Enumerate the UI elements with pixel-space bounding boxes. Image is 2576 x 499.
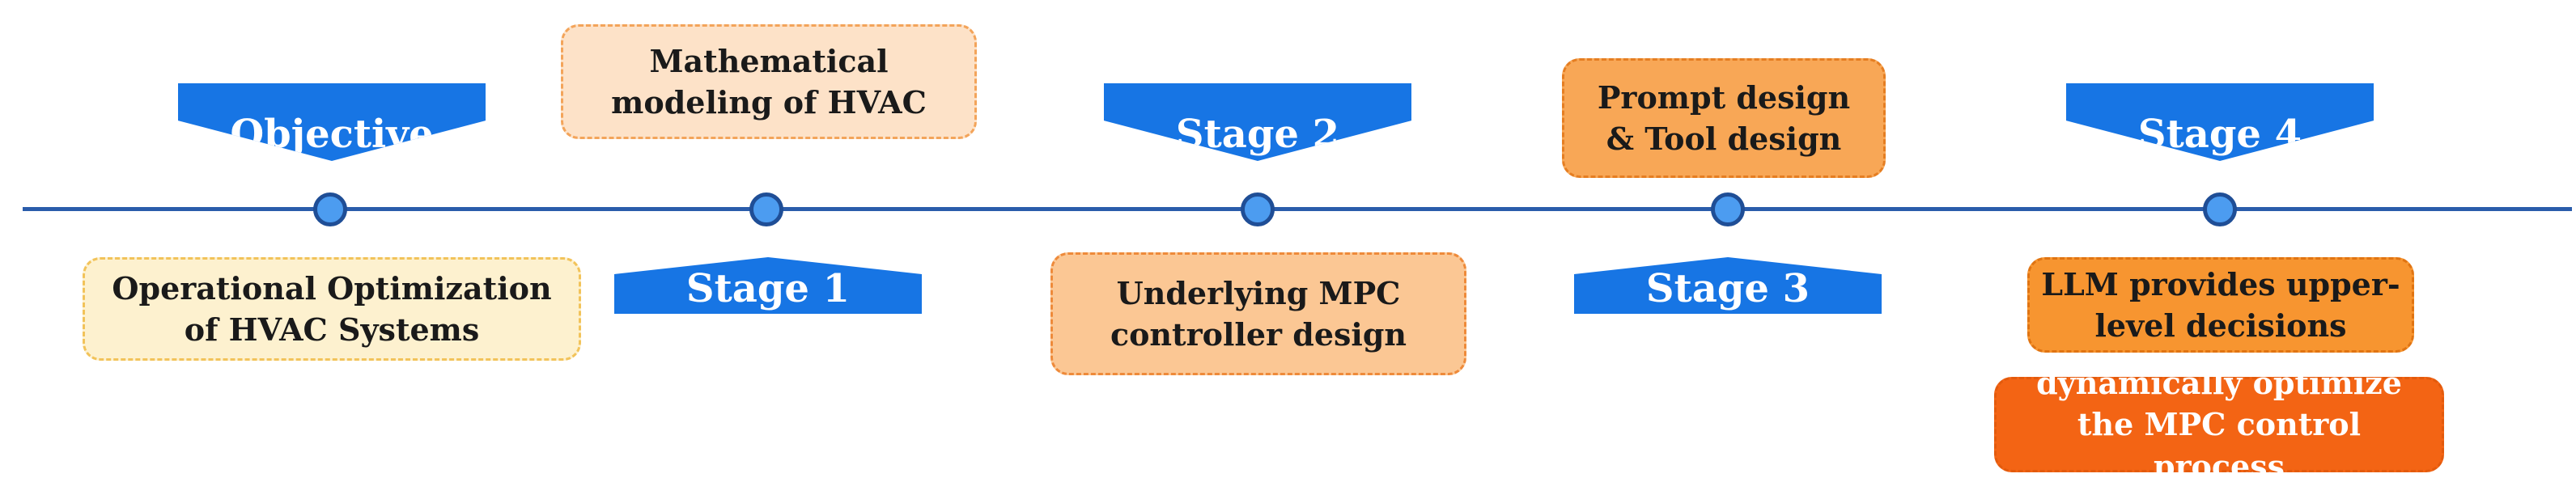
stage1-description: Mathematical modeling of HVAC	[611, 42, 927, 121]
stage4-description-box: LLM provides upper-level decisions	[2027, 257, 2414, 353]
stage1-description-box: Mathematical modeling of HVAC	[561, 24, 977, 139]
stage2-description: Underlying MPC controller design	[1110, 274, 1407, 353]
stage2-flag: Stage 2	[1104, 83, 1411, 161]
timeline-node-stage1	[749, 192, 783, 226]
timeline-node-stage2	[1241, 192, 1275, 226]
timeline-node-stage3	[1711, 192, 1745, 226]
stage4-label: Stage 4	[2137, 112, 2302, 157]
timeline-node-objective	[313, 192, 347, 226]
stage1-flag: Stage 1	[614, 257, 922, 314]
timeline-line	[23, 207, 2572, 211]
objective-description-box: Operational Optimization of HVAC Systems	[83, 257, 581, 361]
stage3-flag: Stage 3	[1574, 257, 1882, 314]
stage4-flag: Stage 4	[2066, 83, 2374, 161]
objective-flag: Objective	[178, 83, 486, 161]
stage2-label: Stage 2	[1175, 112, 1340, 157]
stage3-description: Prompt design & Tool design	[1597, 78, 1851, 157]
objective-description: Operational Optimization of HVAC Systems	[112, 269, 552, 348]
timeline-node-stage4	[2203, 192, 2237, 226]
stage3-description-box: Prompt design & Tool design	[1562, 58, 1886, 178]
stage4-description: LLM provides upper-level decisions	[2041, 265, 2400, 344]
stage4-extra: dynamically optimize the MPC control pro…	[2036, 365, 2402, 484]
objective-label: Objective	[230, 112, 434, 157]
stage3-label: Stage 3	[1645, 266, 1810, 311]
stage4-extra-box: dynamically optimize the MPC control pro…	[1994, 365, 2444, 484]
stage1-label: Stage 1	[685, 266, 851, 311]
stage2-description-box: Underlying MPC controller design	[1050, 252, 1466, 375]
